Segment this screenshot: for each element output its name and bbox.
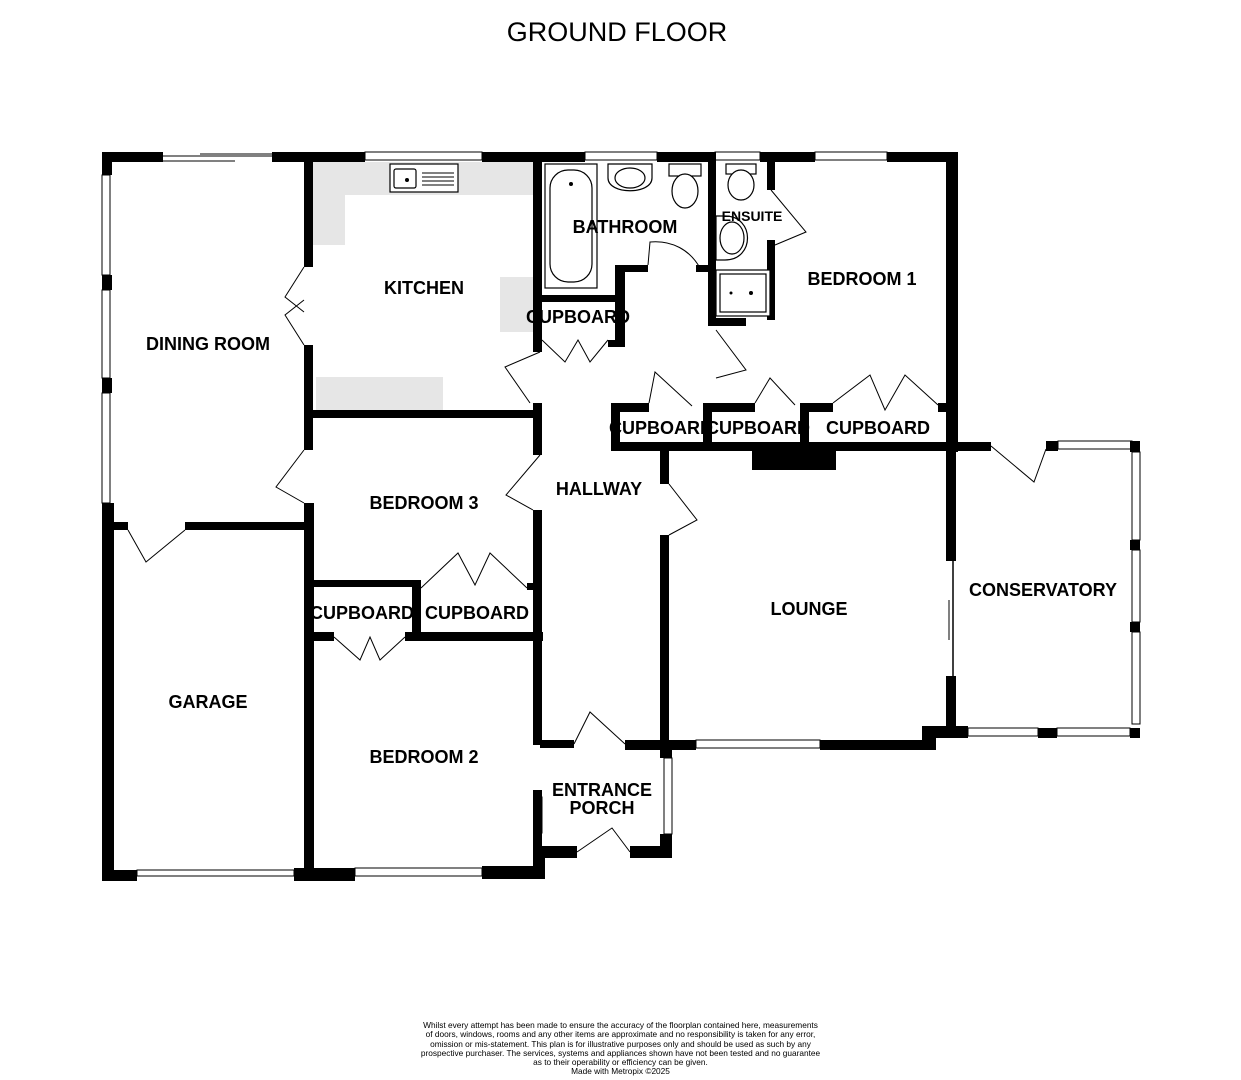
label-garage: GARAGE bbox=[168, 692, 247, 712]
label-conservatory: CONSERVATORY bbox=[969, 580, 1117, 600]
shower-icon bbox=[715, 269, 771, 317]
floor-title: GROUND FLOOR bbox=[507, 17, 728, 47]
label-lounge: LOUNGE bbox=[770, 599, 847, 619]
label-dining-room: DINING ROOM bbox=[146, 334, 270, 354]
label-cupboard-hall-top: CUPBOARD bbox=[526, 307, 630, 327]
label-hallway: HALLWAY bbox=[556, 479, 642, 499]
label-kitchen: KITCHEN bbox=[384, 278, 464, 298]
label-ensuite: ENSUITE bbox=[722, 208, 783, 224]
label-cupboard-bed1: CUPBOARD bbox=[826, 418, 930, 438]
label-cupboard-hall-1: CUPBOARD bbox=[609, 418, 713, 438]
label-cupboard-bed2: CUPBOARD bbox=[310, 603, 414, 623]
label-bedroom-1: BEDROOM 1 bbox=[807, 269, 916, 289]
windows bbox=[101, 151, 1141, 877]
disclaimer-line: of doors, windows, rooms and any other i… bbox=[425, 1029, 816, 1040]
toilet-icon bbox=[668, 163, 702, 209]
walls bbox=[102, 152, 1140, 881]
room-labels: DINING ROOM KITCHEN BATHROOM ENSUITE BED… bbox=[146, 208, 1117, 818]
label-bedroom-3: BEDROOM 3 bbox=[369, 493, 478, 513]
disclaimer-line: as to their operability or efficiency ca… bbox=[533, 1057, 708, 1068]
disclaimer-credit: Made with Metropix ©2025 bbox=[571, 1066, 670, 1077]
doors bbox=[127, 189, 1047, 853]
label-cupboard-bed3: CUPBOARD bbox=[425, 603, 529, 623]
label-bathroom: BATHROOM bbox=[573, 217, 678, 237]
fixtures bbox=[389, 163, 771, 317]
disclaimer-line: prospective purchaser. The services, sys… bbox=[420, 1047, 821, 1058]
disclaimer: Whilst every attempt has been made to en… bbox=[400, 1020, 841, 1077]
disclaimer-line: Whilst every attempt has been made to en… bbox=[423, 1020, 818, 1030]
label-porch: PORCH bbox=[569, 798, 634, 818]
label-cupboard-hall-2: CUPBOARD bbox=[706, 418, 810, 438]
disclaimer-line: omission or mis-statement. This plan is … bbox=[430, 1038, 811, 1049]
label-bedroom-2: BEDROOM 2 bbox=[369, 747, 478, 767]
label-entrance: ENTRANCE bbox=[552, 780, 652, 800]
ensuite-toilet-icon bbox=[725, 163, 757, 201]
sliding-door bbox=[163, 153, 272, 162]
